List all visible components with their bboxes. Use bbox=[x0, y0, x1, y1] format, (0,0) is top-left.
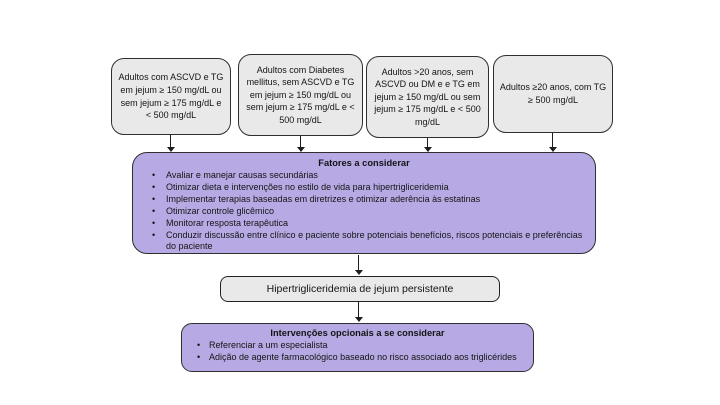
arrow-stem bbox=[299, 136, 302, 148]
persistent-hypertriglyceridemia-box: Hipertrigliceridemia de jejum persistent… bbox=[220, 276, 500, 302]
bullet-item: Conduzir discussão entre clínico e pacie… bbox=[145, 230, 583, 254]
down-arrow-connector-6 bbox=[354, 302, 363, 322]
arrow-head-icon bbox=[548, 147, 557, 152]
arrow-stem bbox=[357, 255, 360, 271]
factors-title: Fatores a considerar bbox=[318, 158, 410, 168]
down-arrow-connector-2 bbox=[296, 136, 305, 152]
interventions-title: Intervenções opcionais a se considerar bbox=[270, 328, 445, 338]
bullet-item: Adição de agente farmacológico baseado n… bbox=[192, 352, 523, 364]
factors-to-consider-box: Fatores a considerar Avaliar e manejar c… bbox=[132, 152, 596, 254]
criteria-box-ascvd: Adultos com ASCVD e TG em jejum ≥ 150 mg… bbox=[111, 58, 231, 135]
bullet-item: Otimizar controle glicêmico bbox=[145, 206, 583, 218]
down-arrow-connector-5 bbox=[354, 255, 363, 275]
arrow-head-icon bbox=[354, 317, 363, 322]
bullet-item: Otimizar dieta e intervenções no estilo … bbox=[145, 182, 583, 194]
bullet-item: Referenciar a um especialista bbox=[192, 340, 523, 352]
bullet-item: Avaliar e manejar causas secundárias bbox=[145, 170, 583, 182]
down-arrow-connector-3 bbox=[423, 138, 432, 152]
arrow-stem bbox=[551, 133, 554, 148]
arrow-head-icon bbox=[166, 147, 175, 152]
bullet-item: Implementar terapias baseadas em diretri… bbox=[145, 194, 583, 206]
arrow-head-icon bbox=[296, 147, 305, 152]
down-arrow-connector-1 bbox=[166, 135, 175, 152]
optional-interventions-box: Intervenções opcionais a se considerar R… bbox=[181, 323, 534, 372]
factors-bullet-list: Avaliar e manejar causas secundáriasOtim… bbox=[145, 170, 583, 253]
bullet-item: Monitorar resposta terapêutica bbox=[145, 218, 583, 230]
arrow-head-icon bbox=[354, 270, 363, 275]
criteria-box-diabetes: Adultos com Diabetes mellitus, sem ASCVD… bbox=[238, 54, 363, 136]
down-arrow-connector-4 bbox=[548, 133, 557, 152]
arrow-stem bbox=[169, 135, 172, 148]
criteria-box-tg-500: Adultos ≥20 anos, com TG ≥ 500 mg/dL bbox=[493, 55, 613, 133]
arrow-stem bbox=[357, 302, 360, 318]
arrow-head-icon bbox=[423, 147, 432, 152]
arrow-stem bbox=[426, 138, 429, 148]
interventions-bullet-list: Referenciar a um especialistaAdição de a… bbox=[192, 340, 523, 364]
criteria-box-no-ascvd-dm: Adultos >20 anos, sem ASCVD ou DM e e TG… bbox=[366, 56, 489, 138]
